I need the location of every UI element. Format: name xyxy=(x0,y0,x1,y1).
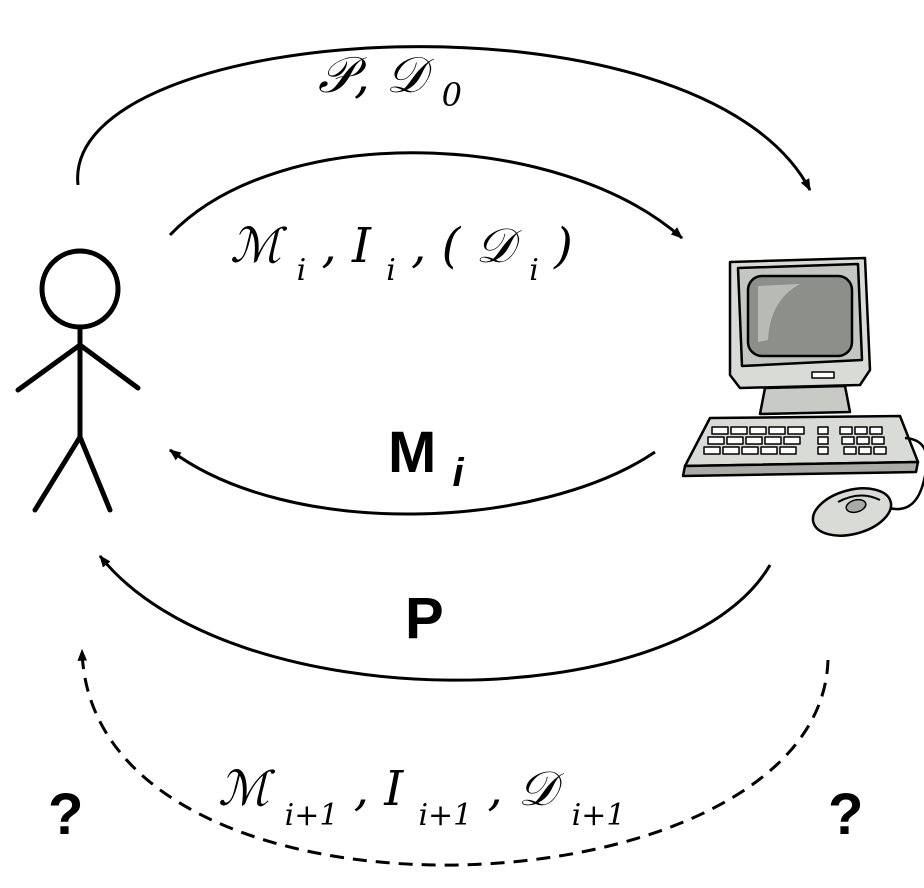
label-next-d: 𝒟 xyxy=(518,761,565,817)
label-model-m-sub: i xyxy=(297,253,307,288)
label-next-m-sub: i+1 xyxy=(285,798,339,833)
label-next-i: I xyxy=(383,761,404,817)
label-specification-sub: 0 xyxy=(442,76,462,114)
stick-figure-icon xyxy=(15,248,141,513)
label-next-sep1: , xyxy=(354,761,385,817)
label-specification-main: 𝒫, 𝒟 xyxy=(318,46,435,104)
label-model-input: ℳ i , I i , ( 𝒟 i ) xyxy=(230,218,573,292)
label-model-m: ℳ xyxy=(230,218,288,274)
label-next-iteration: ℳ i+1 , I i+1 , 𝒟 i+1 xyxy=(218,761,625,837)
question-mark-left: ? xyxy=(48,782,83,847)
label-model-d: 𝒟 xyxy=(476,218,523,274)
arrow-specification-to-computer xyxy=(76,45,812,192)
label-next-m: ℳ xyxy=(218,761,276,817)
label-model-i: I xyxy=(351,218,372,274)
label-model-d-sub: i xyxy=(529,253,539,288)
label-proof: P xyxy=(405,586,444,651)
label-next-sep2: , xyxy=(488,761,519,817)
label-next-d-sub: i+1 xyxy=(572,798,626,833)
arrow-model-to-computer xyxy=(168,151,683,240)
arrow-model-result-to-user xyxy=(169,448,656,516)
arrow-next-iteration-dashed xyxy=(77,648,830,867)
computer-icon xyxy=(681,256,924,537)
label-model-sep1: , xyxy=(321,218,352,274)
label-specification: 𝒫, 𝒟 0 xyxy=(318,46,462,114)
label-model-result-sub: i xyxy=(452,451,464,495)
label-model-close: ) xyxy=(553,218,573,274)
label-next-i-sub: i+1 xyxy=(418,798,472,833)
label-model-result: M i xyxy=(388,420,464,495)
label-model-result-main: M xyxy=(388,420,436,485)
label-model-i-sub: i xyxy=(386,253,396,288)
question-mark-right: ? xyxy=(828,782,863,847)
arrow-proof-to-user xyxy=(98,555,772,682)
label-model-sep2: , ( xyxy=(411,218,462,274)
